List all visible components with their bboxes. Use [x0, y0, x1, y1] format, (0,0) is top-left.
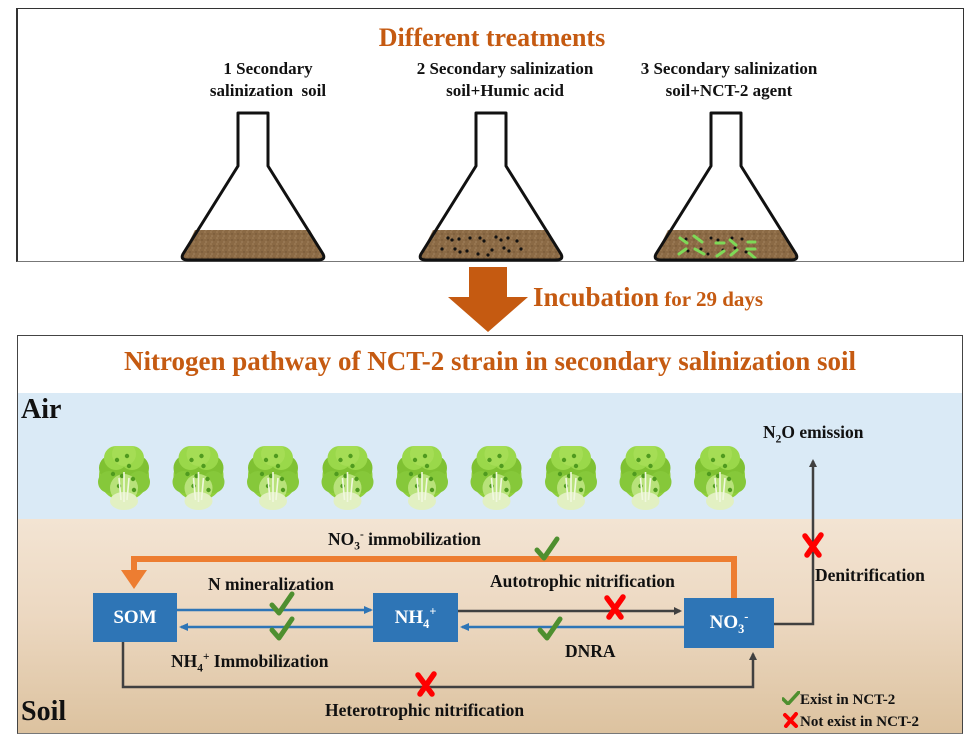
air-label: Air — [21, 394, 62, 425]
cross-icon — [604, 594, 626, 620]
lettuce-icon — [396, 446, 448, 510]
no3-immobilization-arrow — [131, 556, 737, 598]
pathway-title: Nitrogen pathway of NCT-2 strain in seco… — [123, 346, 857, 376]
lettuce-icon — [619, 446, 672, 510]
bacterium — [692, 234, 704, 244]
check-icon — [269, 591, 295, 616]
nct2-bacteria — [677, 234, 757, 259]
no3-node: NO3- — [684, 598, 774, 648]
pathway-diagram — [121, 459, 824, 697]
treatment-2-line1: 2 Secondary salinization — [416, 59, 594, 78]
flask-2-outline — [418, 111, 564, 262]
lettuce-icon — [172, 446, 225, 510]
dnra-label: DNRA — [565, 641, 616, 661]
lettuce-icon — [545, 446, 597, 510]
flask-3-outline — [653, 111, 799, 262]
nitrogen-pathway-panel: Nitrogen pathway of NCT-2 strain in seco… — [17, 335, 963, 734]
flask-3 — [653, 111, 799, 262]
incubation-word: Incubation — [533, 282, 660, 312]
flasks-illustration — [180, 111, 799, 262]
cross-icon — [783, 712, 798, 728]
flask-1-outline — [180, 111, 326, 262]
nh4-label: NH4+ — [394, 604, 437, 631]
bacterium — [728, 238, 738, 247]
legend-not-exist: Not exist in NCT-2 — [782, 712, 919, 731]
treatment-3-label: 3 Secondary salinization soil+NCT-2 agen… — [629, 58, 829, 102]
som-label: SOM — [113, 606, 157, 628]
lettuce-icon — [694, 446, 746, 510]
som-node: SOM — [93, 593, 177, 642]
legend-exist-label: Exist in NCT-2 — [800, 692, 896, 708]
bacterium — [715, 249, 726, 258]
treatments-panel: Different treatments 1 Secondary saliniz… — [16, 8, 964, 262]
humic-acid-particles — [440, 235, 523, 257]
lettuce-icon — [98, 446, 150, 510]
treatment-3-line2: soil+NCT-2 agent — [665, 81, 793, 100]
cross-icon — [415, 671, 437, 697]
n-mineralization-label: N mineralization — [208, 574, 334, 594]
no3-immobilization-label: NO3- immobilization — [328, 529, 481, 553]
denitrification-arrow — [774, 459, 817, 626]
agent-particles — [684, 236, 748, 256]
nh4-node: NH4+ — [373, 593, 458, 642]
lettuce-row — [98, 446, 746, 510]
treatment-1-label: 1 Secondary salinization soil — [203, 58, 333, 102]
autotrophic-nitrification-label: Autotrophic nitrification — [490, 571, 675, 591]
treatment-2-line2: soil+Humic acid — [446, 81, 564, 100]
bacterium — [729, 248, 739, 257]
bacterium — [747, 251, 757, 259]
down-arrow-icon — [448, 267, 528, 332]
flask-1 — [180, 111, 326, 262]
bacterium — [693, 247, 706, 256]
heterotrophic-nitrification-label: Heterotrophic nitrification — [325, 700, 525, 720]
nh4-immobilization-label: NH4+ Immobilization — [171, 651, 329, 675]
check-icon — [534, 536, 560, 561]
bacterium — [678, 236, 689, 245]
legend-exist: Exist in NCT-2 — [781, 690, 896, 709]
no3-immobilization-arrowhead — [121, 570, 147, 589]
check-icon — [537, 616, 563, 641]
incubation-duration: for 29 days — [659, 287, 764, 311]
treatment-3-line1: 3 Secondary salinization — [640, 59, 818, 78]
denitrification-label: Denitrification — [815, 565, 925, 585]
cross-icon — [802, 532, 824, 558]
check-icon — [781, 690, 801, 706]
heterotrophic-nitrification-arrow — [121, 642, 757, 689]
n2o-emission-label: N2O emission — [763, 422, 864, 446]
flask-2 — [418, 111, 564, 262]
check-icon — [269, 616, 295, 641]
soil-label: Soil — [21, 696, 67, 727]
incubation-label: Incubation for 29 days — [533, 282, 763, 313]
flask-1-soil — [182, 230, 324, 259]
lettuce-icon — [321, 446, 374, 510]
flask-3-soil — [655, 230, 797, 259]
treatment-1-line1: 1 Secondary — [223, 59, 313, 78]
legend-not-exist-label: Not exist in NCT-2 — [800, 714, 920, 730]
treatments-title: Different treatments — [378, 23, 606, 52]
status-marks — [269, 532, 824, 697]
bacterium — [677, 247, 688, 256]
no3-label: NO3- — [709, 609, 749, 636]
treatment-2-label: 2 Secondary salinization soil+Humic acid — [405, 58, 605, 102]
treatment-1-line2: salinization soil — [209, 81, 327, 100]
lettuce-icon — [247, 446, 299, 510]
flask-2-soil — [420, 230, 562, 259]
lettuce-icon — [470, 446, 523, 510]
